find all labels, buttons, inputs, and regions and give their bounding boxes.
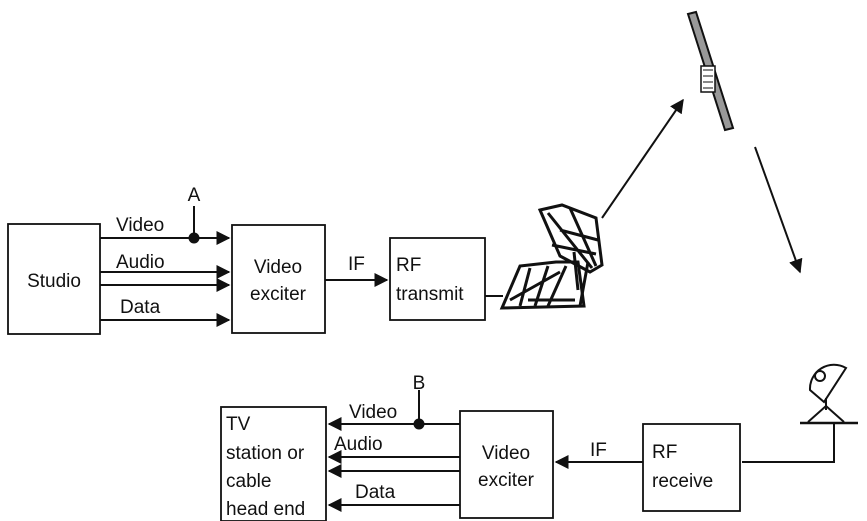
downlink-data-label: Data: [355, 482, 396, 503]
uplink-exciter-label-1: Video: [254, 257, 302, 278]
point-b-label: B: [413, 373, 426, 394]
uplink-video-label: Video: [116, 215, 164, 236]
downlink-video-exciter-block: Video exciter: [460, 411, 553, 518]
uplink-beam-arrow: [602, 100, 683, 218]
rf-receive-label-2: receive: [652, 471, 713, 492]
tv-station-label-1: TV: [226, 414, 251, 435]
point-b-marker: [414, 419, 425, 430]
satellite-icon: [688, 12, 733, 130]
studio-label: Studio: [27, 271, 81, 292]
rf-receive-label-1: RF: [652, 442, 677, 463]
rf-transmit-label-1: RF: [396, 255, 421, 276]
point-a-marker: [189, 233, 200, 244]
tv-station-label-2: station or: [226, 443, 305, 464]
downlink-exciter-label-1: Video: [482, 443, 530, 464]
rf-transmit-block: RF transmit: [390, 238, 485, 320]
downlink-video-label: Video: [349, 402, 397, 423]
receive-dish-icon: [800, 365, 858, 423]
tv-station-label-3: cable: [226, 471, 271, 492]
rf-transmit-label-2: transmit: [396, 284, 464, 305]
downlink-if-label: IF: [590, 440, 607, 461]
tv-station-block: TV station or cable head end: [221, 407, 326, 521]
uplink-exciter-label-2: exciter: [250, 284, 307, 305]
downlink-exciter-label-2: exciter: [478, 470, 535, 491]
downlink-beam-arrow: [755, 147, 800, 272]
studio-block: Studio: [8, 224, 100, 334]
uplink-data-label: Data: [120, 297, 161, 318]
uplink-audio-label: Audio: [116, 252, 165, 273]
tv-station-label-4: head end: [226, 499, 305, 520]
point-a-label: A: [188, 185, 201, 206]
uplink-if-label: IF: [348, 254, 365, 275]
uplink-dish-icon: [502, 205, 602, 308]
downlink-audio-label: Audio: [334, 434, 383, 455]
downlink-feed-line: [742, 423, 834, 462]
rf-receive-block: RF receive: [643, 424, 740, 511]
uplink-video-exciter-block: Video exciter: [232, 225, 325, 333]
